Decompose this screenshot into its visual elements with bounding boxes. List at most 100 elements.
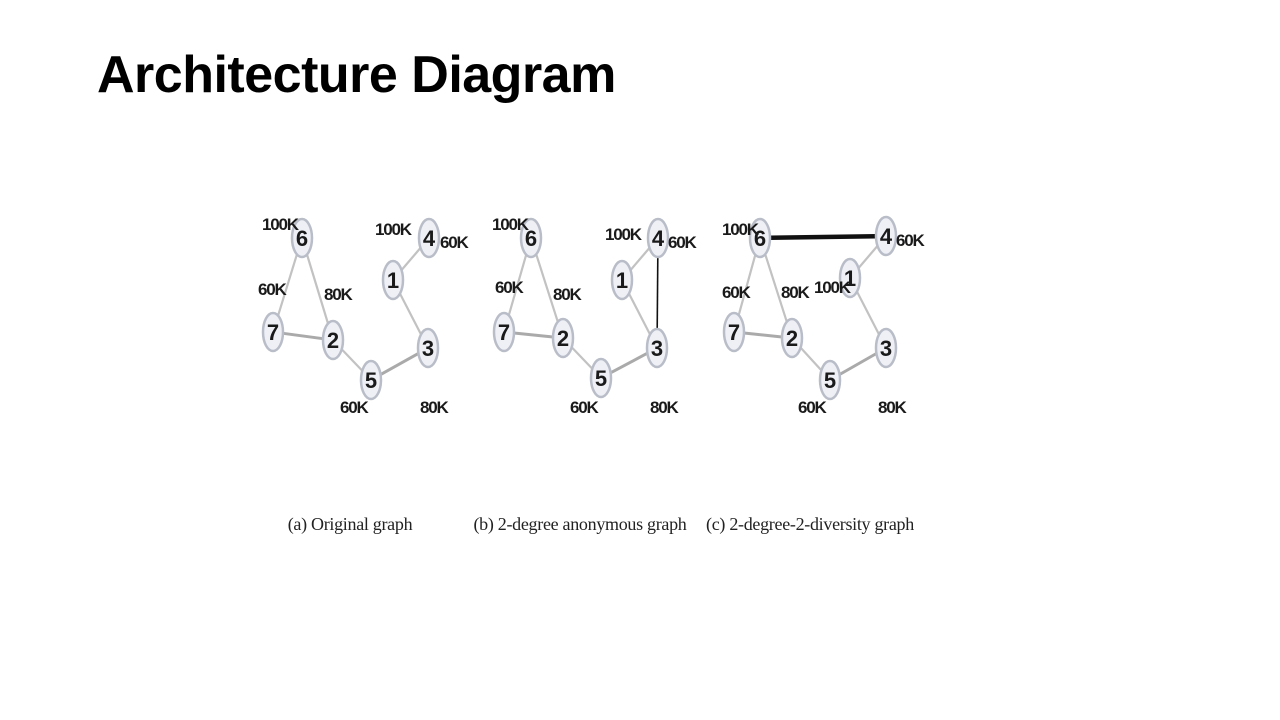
- slide-title: Architecture Diagram: [97, 46, 616, 104]
- graph-node-3: 3: [645, 327, 669, 369]
- graph-node-5: 5: [589, 357, 613, 399]
- graph-node-2: 2: [551, 317, 575, 359]
- node-id-label: 7: [498, 320, 510, 345]
- node-salary-label: 100K: [375, 220, 413, 239]
- panel-caption: (b) 2-degree anonymous graph: [473, 514, 686, 535]
- node-salary-label: 60K: [440, 233, 470, 252]
- node-circle: [416, 327, 440, 369]
- edge-6-2: [305, 254, 330, 324]
- node-salary-label: 100K: [722, 220, 760, 239]
- node-salary-label: 80K: [324, 285, 354, 304]
- panel-caption: (c) 2-degree-2-diversity graph: [706, 514, 914, 535]
- graph-node-1: 1: [838, 257, 862, 299]
- node-salary-label: 80K: [420, 398, 450, 417]
- node-id-label: 7: [267, 320, 279, 345]
- added-edge-4-3: [656, 256, 659, 330]
- node-circle: [381, 259, 405, 301]
- edge-2-5: [799, 346, 823, 372]
- graph-node-7: 7: [722, 311, 746, 353]
- node-id-label: 3: [651, 336, 663, 361]
- node-salary-label: 100K: [492, 215, 530, 234]
- node-circle: [748, 217, 772, 259]
- edge-1-3: [856, 291, 880, 335]
- node-salary-label: 80K: [878, 398, 908, 417]
- node-id-label: 1: [844, 266, 856, 291]
- node-circle: [874, 327, 898, 369]
- node-salary-label: 60K: [896, 231, 926, 250]
- edge-1-4: [857, 245, 879, 269]
- graph-node-5: 5: [359, 359, 383, 401]
- node-id-label: 1: [387, 268, 399, 293]
- node-salary-label: 60K: [495, 278, 525, 297]
- edge-1-4: [400, 247, 422, 271]
- node-circle: [874, 215, 898, 257]
- edge-6-2: [764, 253, 788, 323]
- edge-2-5: [340, 348, 364, 372]
- edge-1-3: [399, 293, 422, 335]
- graph-node-2: 2: [321, 319, 345, 361]
- node-id-label: 5: [595, 366, 607, 391]
- edge-5-3: [379, 352, 420, 376]
- graph-node-6: 6: [519, 217, 543, 259]
- graph-node-7: 7: [261, 311, 285, 353]
- edge-6-7: [737, 254, 757, 316]
- node-salary-label: 80K: [781, 283, 811, 302]
- edge-7-2: [513, 331, 554, 339]
- node-circle: [290, 217, 314, 259]
- node-salary-label: 60K: [798, 398, 828, 417]
- node-id-label: 4: [652, 226, 665, 251]
- node-circle: [610, 259, 634, 301]
- node-circle: [321, 319, 345, 361]
- node-id-label: 2: [557, 326, 569, 351]
- node-circle: [261, 311, 285, 353]
- edge-1-4: [629, 247, 651, 271]
- node-id-label: 3: [422, 336, 434, 361]
- node-id-label: 2: [786, 326, 798, 351]
- graph-node-1: 1: [610, 259, 634, 301]
- node-id-label: 5: [365, 368, 377, 393]
- node-circle: [492, 311, 516, 353]
- node-id-label: 7: [728, 320, 740, 345]
- node-salary-label: 60K: [340, 398, 370, 417]
- node-salary-label: 100K: [262, 215, 300, 234]
- node-circle: [359, 359, 383, 401]
- node-circle: [589, 357, 613, 399]
- node-salary-label: 100K: [814, 278, 852, 297]
- graph-node-4: 4: [874, 215, 898, 257]
- node-id-label: 6: [754, 226, 766, 251]
- edge-6-7: [277, 254, 298, 316]
- edge-6-7: [507, 254, 528, 316]
- added-edge-6-4: [769, 233, 877, 241]
- node-id-label: 6: [525, 226, 537, 251]
- node-salary-label: 60K: [722, 283, 752, 302]
- graph-node-4: 4: [417, 217, 441, 259]
- graph-node-7: 7: [492, 311, 516, 353]
- graph-node-1: 1: [381, 259, 405, 301]
- node-circle: [551, 317, 575, 359]
- graph-node-2: 2: [780, 317, 804, 359]
- edge-7-2: [743, 331, 783, 339]
- node-salary-label: 80K: [553, 285, 583, 304]
- node-id-label: 5: [824, 368, 836, 393]
- edge-6-2: [535, 253, 559, 323]
- edge-5-3: [838, 352, 878, 376]
- node-circle: [645, 327, 669, 369]
- graph-node-5: 5: [818, 359, 842, 401]
- node-id-label: 4: [880, 224, 893, 249]
- node-salary-label: 60K: [668, 233, 698, 252]
- node-salary-label: 100K: [605, 225, 643, 244]
- node-circle: [417, 217, 441, 259]
- graph-node-6: 6: [748, 217, 772, 259]
- node-id-label: 1: [616, 268, 628, 293]
- node-id-label: 3: [880, 336, 892, 361]
- graph-node-3: 3: [416, 327, 440, 369]
- edge-1-3: [628, 293, 651, 335]
- graph-node-4: 4: [646, 217, 670, 259]
- node-circle: [646, 217, 670, 259]
- node-circle: [780, 317, 804, 359]
- node-circle: [838, 257, 862, 299]
- edge-2-5: [570, 346, 594, 370]
